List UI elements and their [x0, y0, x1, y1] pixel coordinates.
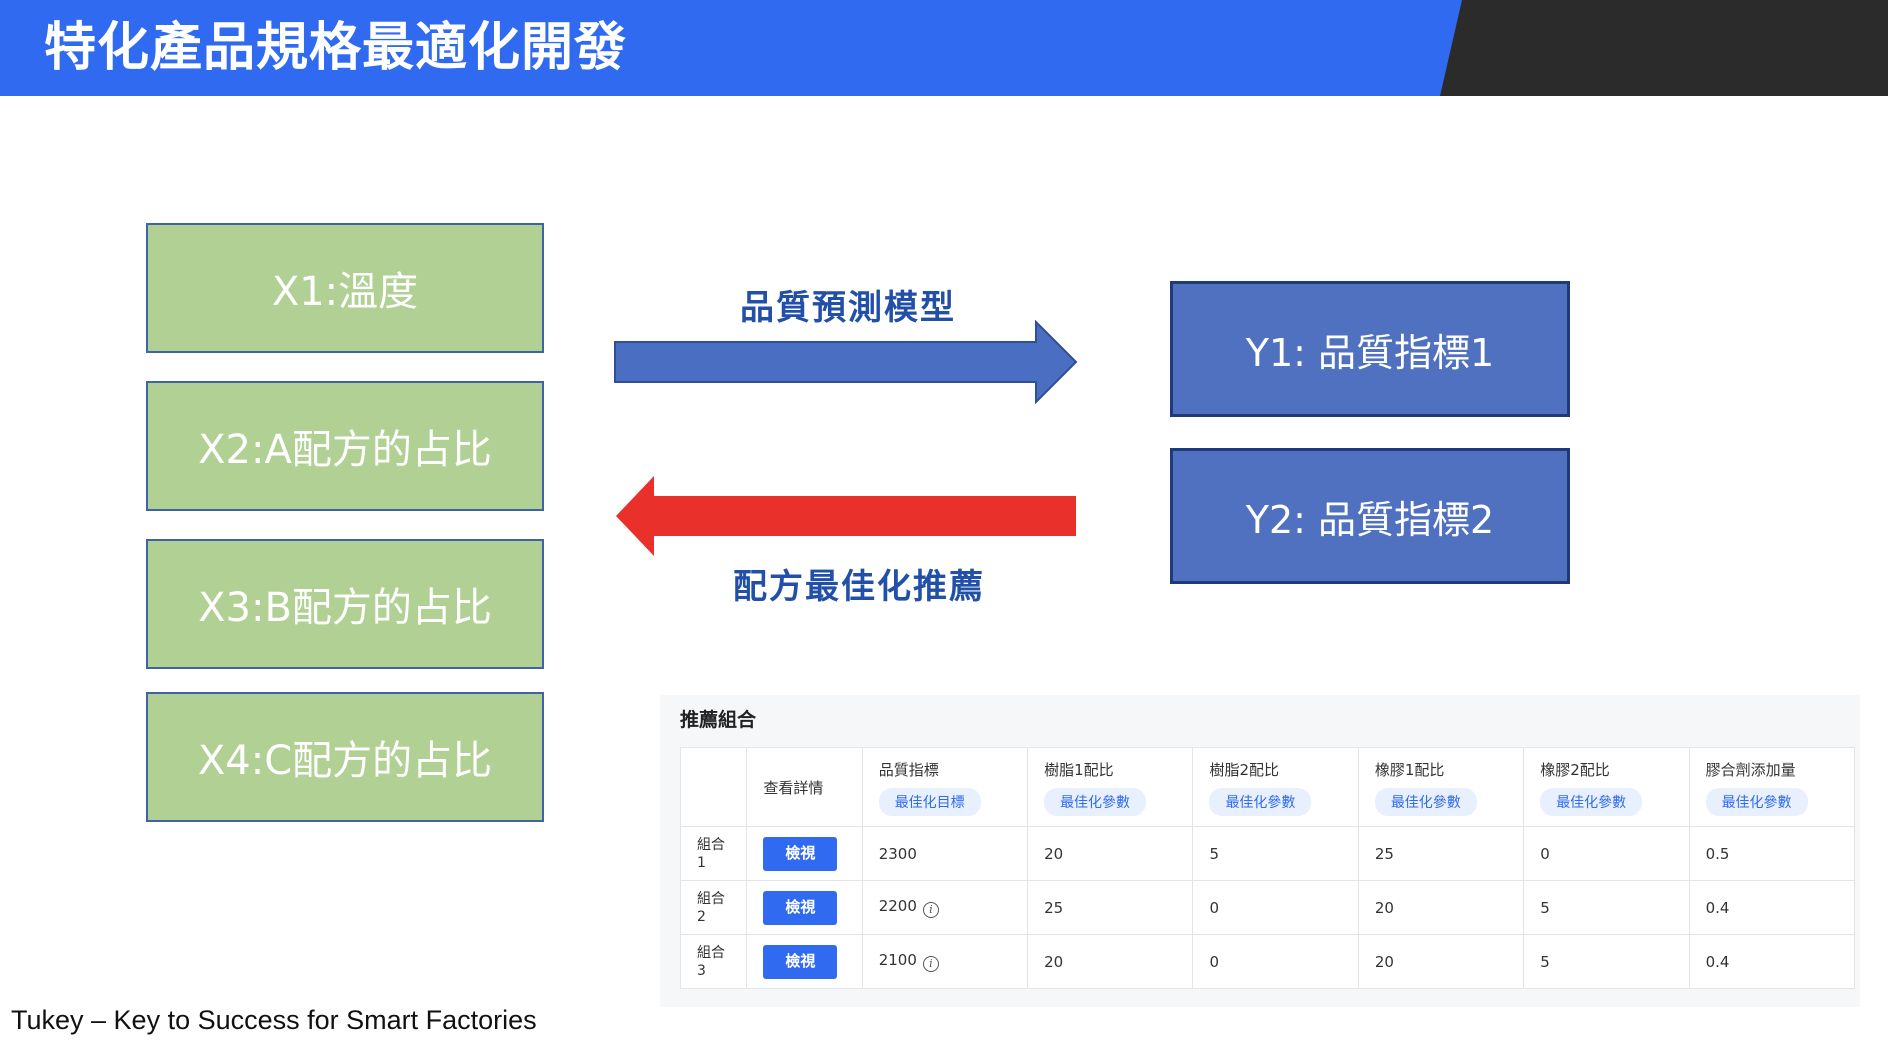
rubber1-cell: 25 — [1357, 826, 1525, 881]
output-box-y1: Y1: 品質指標1 — [1170, 281, 1570, 417]
column-tag: 最佳化目標 — [878, 787, 981, 816]
resin2-cell: 0 — [1192, 934, 1359, 989]
column-name: 品質指標 — [878, 760, 939, 779]
column-header-binder: 膠合劑添加量 最佳化參數 — [1688, 747, 1856, 827]
panel-title: 推薦組合 — [680, 709, 757, 731]
resin2-cell: 5 — [1192, 826, 1359, 881]
rubber2-cell: 5 — [1523, 880, 1690, 935]
rubber2-cell: 0 — [1523, 826, 1690, 881]
resin1-cell: 20 — [1027, 934, 1194, 989]
column-tag: 最佳化參數 — [1374, 787, 1477, 816]
column-header-details: 查看詳情 — [746, 747, 863, 827]
column-tag: 最佳化參數 — [1540, 787, 1643, 816]
column-name: 樹脂1配比 — [1044, 760, 1114, 779]
footer-tagline: Tukey – Key to Success for Smart Factori… — [11, 1005, 537, 1035]
input-box-x1: X1:溫度 — [146, 223, 544, 353]
column-header-rubber1: 橡膠1配比 最佳化參數 — [1357, 747, 1525, 827]
rubber1-cell: 20 — [1357, 880, 1525, 935]
binder-cell: 0.4 — [1688, 934, 1856, 989]
recommendation-table: 查看詳情 品質指標 最佳化目標 樹脂1配比 最佳化參數 樹脂2配比 最佳化參數 … — [679, 747, 1856, 989]
column-name: 樹脂2配比 — [1209, 760, 1279, 779]
column-header-rubber2: 橡膠2配比 最佳化參數 — [1523, 747, 1690, 827]
page-title: 特化產品規格最適化開發 — [44, 18, 628, 78]
view-cell: 檢視 — [746, 826, 863, 881]
view-button[interactable]: 檢視 — [763, 944, 838, 979]
forward-arrow-label: 品質預測模型 — [740, 288, 956, 328]
column-header-quality: 品質指標 最佳化目標 — [861, 747, 1029, 827]
info-icon[interactable]: i — [922, 902, 939, 918]
column-tag: 最佳化參數 — [1044, 787, 1147, 816]
resin2-cell: 0 — [1192, 880, 1359, 935]
output-box-y2: Y2: 品質指標2 — [1170, 448, 1570, 584]
column-name: 橡膠1配比 — [1374, 760, 1445, 779]
column-tag: 最佳化參數 — [1209, 787, 1312, 816]
view-cell: 檢視 — [746, 880, 863, 935]
column-header-name — [679, 747, 748, 827]
backward-arrow-icon — [616, 476, 1076, 556]
binder-cell: 0.5 — [1688, 826, 1856, 881]
header-dark-corner — [1440, 0, 1888, 96]
column-header-resin1: 樹脂1配比 最佳化參數 — [1027, 747, 1194, 827]
input-box-x3: X3:B配方的占比 — [146, 539, 544, 669]
input-box-x2: X2:A配方的占比 — [146, 381, 544, 511]
resin1-cell: 25 — [1027, 880, 1194, 935]
forward-arrow-icon — [614, 320, 1078, 404]
rubber1-cell: 20 — [1357, 934, 1525, 989]
info-icon[interactable]: i — [922, 956, 939, 972]
view-button[interactable]: 檢視 — [763, 836, 838, 871]
resin1-cell: 20 — [1027, 826, 1194, 881]
column-name: 橡膠2配比 — [1540, 760, 1610, 779]
rubber2-cell: 5 — [1523, 934, 1690, 989]
column-header-resin2: 樹脂2配比 最佳化參數 — [1192, 747, 1359, 827]
view-cell: 檢視 — [746, 934, 863, 989]
column-name: 膠合劑添加量 — [1705, 760, 1796, 779]
input-box-x4: X4:C配方的占比 — [146, 692, 544, 822]
binder-cell: 0.4 — [1688, 880, 1856, 935]
quality-cell: 2300 — [861, 826, 1029, 881]
recommendation-panel: 推薦組合 查看詳情 品質指標 最佳化目標 樹脂1配比 最佳化參數 樹脂2配比 — [660, 695, 1860, 1007]
view-button[interactable]: 檢視 — [763, 890, 838, 925]
column-tag: 最佳化參數 — [1705, 787, 1808, 816]
table-header-row: 查看詳情 品質指標 最佳化目標 樹脂1配比 最佳化參數 樹脂2配比 最佳化參數 … — [679, 747, 1856, 827]
backward-arrow-label: 配方最佳化推薦 — [733, 567, 985, 607]
